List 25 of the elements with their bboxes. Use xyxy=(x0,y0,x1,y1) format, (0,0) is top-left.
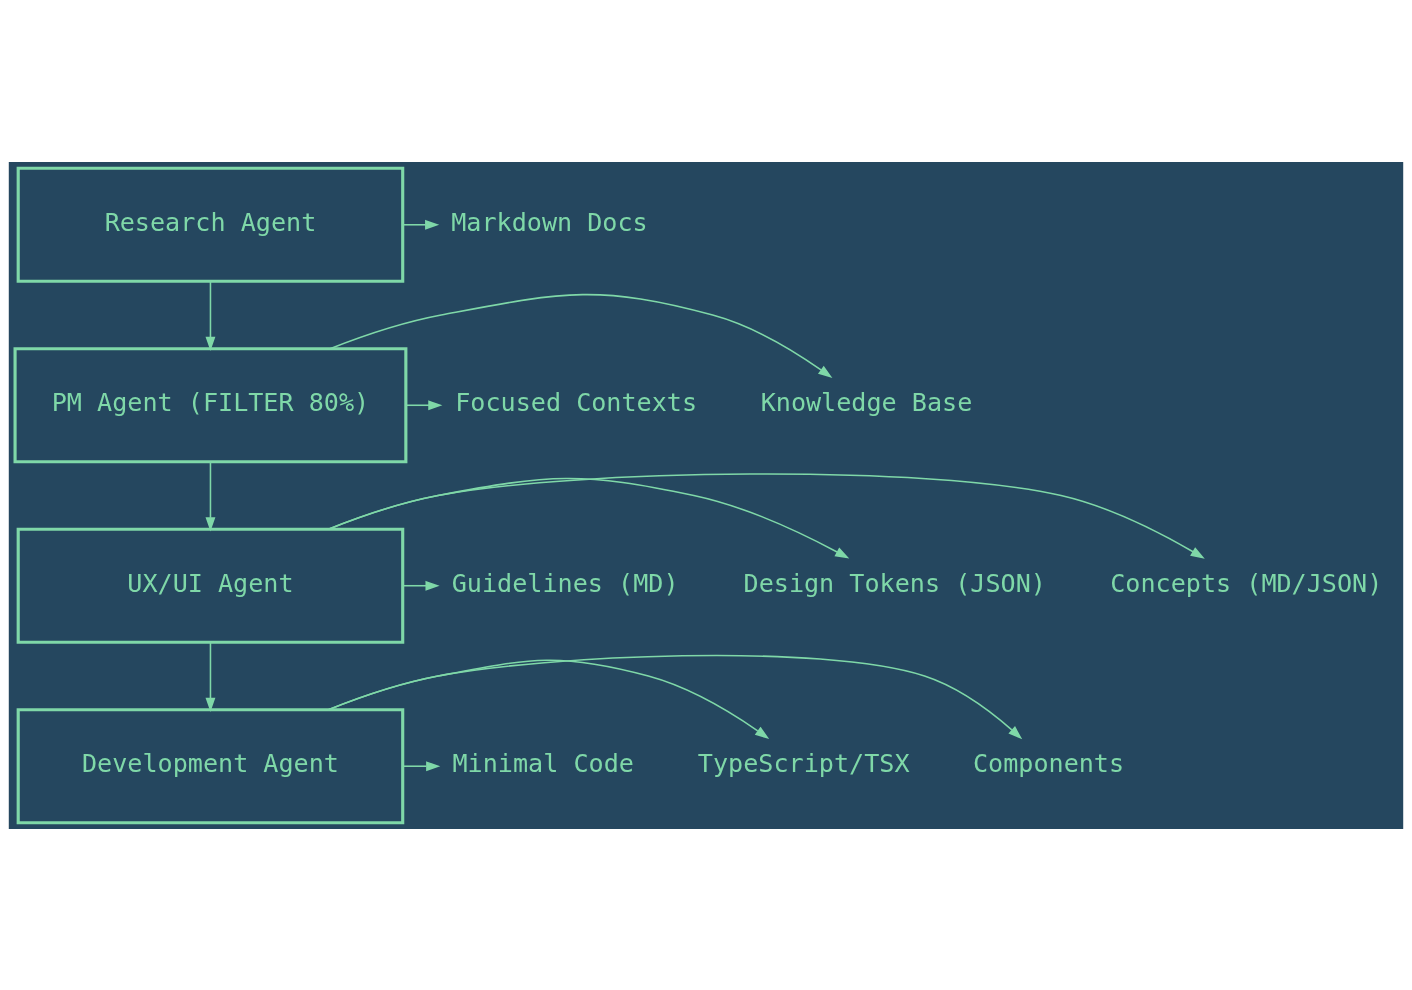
arrow xyxy=(327,472,1205,559)
arrow xyxy=(329,293,833,378)
arrow xyxy=(402,580,440,591)
node-text: Focused Contexts xyxy=(455,387,698,417)
node-box: Research Agent xyxy=(16,166,405,283)
arrow xyxy=(205,460,216,531)
node-box: PM Agent (FILTER 80%) xyxy=(13,346,408,463)
node-text: Design Tokens (JSON) xyxy=(743,568,1046,598)
node-text: Concepts (MD/JSON) xyxy=(1110,568,1383,598)
node-text: Components xyxy=(972,748,1125,778)
node-text: Knowledge Base xyxy=(760,387,973,417)
arrow xyxy=(205,641,216,712)
arrow xyxy=(205,280,216,351)
arrow xyxy=(327,477,850,559)
arrow xyxy=(327,654,1023,739)
node-text: Markdown Docs xyxy=(451,207,648,237)
arrow xyxy=(327,659,770,739)
arrow xyxy=(402,219,440,230)
node-box: Development Agent xyxy=(16,707,405,824)
node-text: TypeScript/TSX xyxy=(697,748,910,778)
arrow xyxy=(402,760,441,771)
arrow xyxy=(405,399,443,410)
node-text: Guidelines (MD) xyxy=(451,568,679,598)
node-box: UX/UI Agent xyxy=(16,527,405,644)
node-text: Minimal Code xyxy=(452,748,634,778)
